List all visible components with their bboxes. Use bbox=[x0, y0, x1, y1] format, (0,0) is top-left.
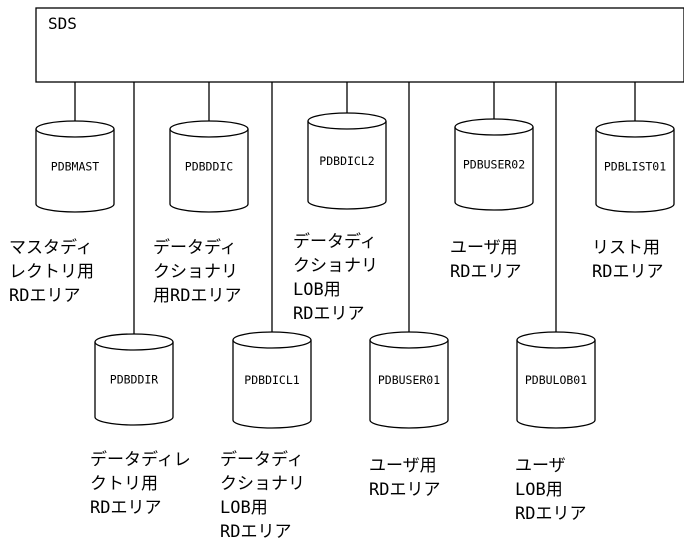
caption-line: ユーザ用 bbox=[369, 456, 437, 476]
caption-line: RDエリア bbox=[90, 498, 161, 518]
caption-line: 用RDエリア bbox=[153, 286, 241, 306]
caption-line: RDエリア bbox=[592, 262, 663, 282]
database-nodes: PDBMASTマスタディレクトリ用RDエリアPDBDDICデータディクショナリ用… bbox=[9, 112, 675, 538]
caption-line: データディ bbox=[220, 449, 304, 470]
cylinder-top bbox=[369, 331, 449, 349]
database-pdblist01: PDBLIST01 リスト用 RDエリア bbox=[592, 120, 675, 282]
caption-line: ユーザ bbox=[515, 456, 566, 476]
caption-line: クショナリ bbox=[220, 474, 305, 494]
cylinder-top bbox=[35, 120, 115, 138]
cylinder-body bbox=[232, 340, 312, 429]
database-name: PDBUSER01 bbox=[378, 373, 440, 387]
cylinder-body bbox=[369, 340, 449, 429]
sds-box bbox=[35, 7, 684, 83]
caption-line: データディ bbox=[153, 237, 237, 258]
cylinder-top bbox=[595, 120, 675, 138]
cylinder-body bbox=[169, 129, 249, 213]
caption-line: RDエリア bbox=[515, 504, 586, 524]
database-pdbuser01: PDBUSER01 ユーザ用 RDエリア bbox=[369, 331, 449, 500]
cylinder-body bbox=[595, 129, 675, 213]
database-name: PDBUSER02 bbox=[463, 158, 525, 172]
sds-label: SDS bbox=[48, 14, 77, 33]
caption-line: RDエリア bbox=[9, 286, 80, 306]
caption-line: RDエリア bbox=[450, 262, 521, 282]
database-name: PDBDICL1 bbox=[244, 373, 299, 387]
caption-line: ユーザ用 bbox=[450, 238, 518, 258]
cylinder-body bbox=[94, 342, 174, 426]
caption-line: レクトリ用 bbox=[9, 262, 94, 282]
database-name: PDBDDIR bbox=[110, 373, 159, 387]
cylinder-body bbox=[307, 121, 387, 210]
database-name: PDBULOB01 bbox=[525, 373, 587, 387]
cylinder-body bbox=[35, 129, 115, 213]
cylinder-top bbox=[232, 331, 312, 349]
cylinder-body bbox=[454, 127, 534, 211]
caption-line: クトリ用 bbox=[90, 474, 158, 494]
caption-line: LOB用 bbox=[293, 280, 341, 300]
cylinder-top bbox=[94, 333, 174, 351]
database-name: PDBLIST01 bbox=[604, 160, 666, 174]
cylinder-top bbox=[307, 112, 387, 130]
caption-line: マスタディ bbox=[9, 237, 93, 258]
caption-line: LOB用 bbox=[220, 498, 268, 518]
caption-line: LOB用 bbox=[515, 480, 563, 500]
caption-line: クショナリ bbox=[153, 262, 238, 282]
caption-line: RDエリア bbox=[293, 304, 364, 324]
database-pdbulob01: PDBULOB01 ユーザ LOB用 RDエリア bbox=[515, 331, 596, 524]
database-name: PDBDDIC bbox=[185, 160, 234, 174]
cylinder-top bbox=[169, 120, 249, 138]
caption-line: クショナリ bbox=[293, 256, 378, 276]
database-name: PDBMAST bbox=[51, 160, 100, 174]
caption-line: RDエリア bbox=[369, 480, 440, 500]
caption-line: データディレ bbox=[90, 449, 191, 470]
database-pdbuser02: PDBUSER02 ユーザ用 RDエリア bbox=[450, 118, 534, 282]
cylinder-top bbox=[454, 118, 534, 136]
connector-lines bbox=[74, 82, 636, 334]
caption-line: RDエリア bbox=[220, 522, 291, 538]
database-name: PDBDICL2 bbox=[319, 154, 374, 168]
caption-line: リスト用 bbox=[592, 238, 660, 258]
cylinder-body bbox=[516, 340, 596, 429]
caption-line: データディ bbox=[293, 231, 377, 252]
cylinder-top bbox=[516, 331, 596, 349]
